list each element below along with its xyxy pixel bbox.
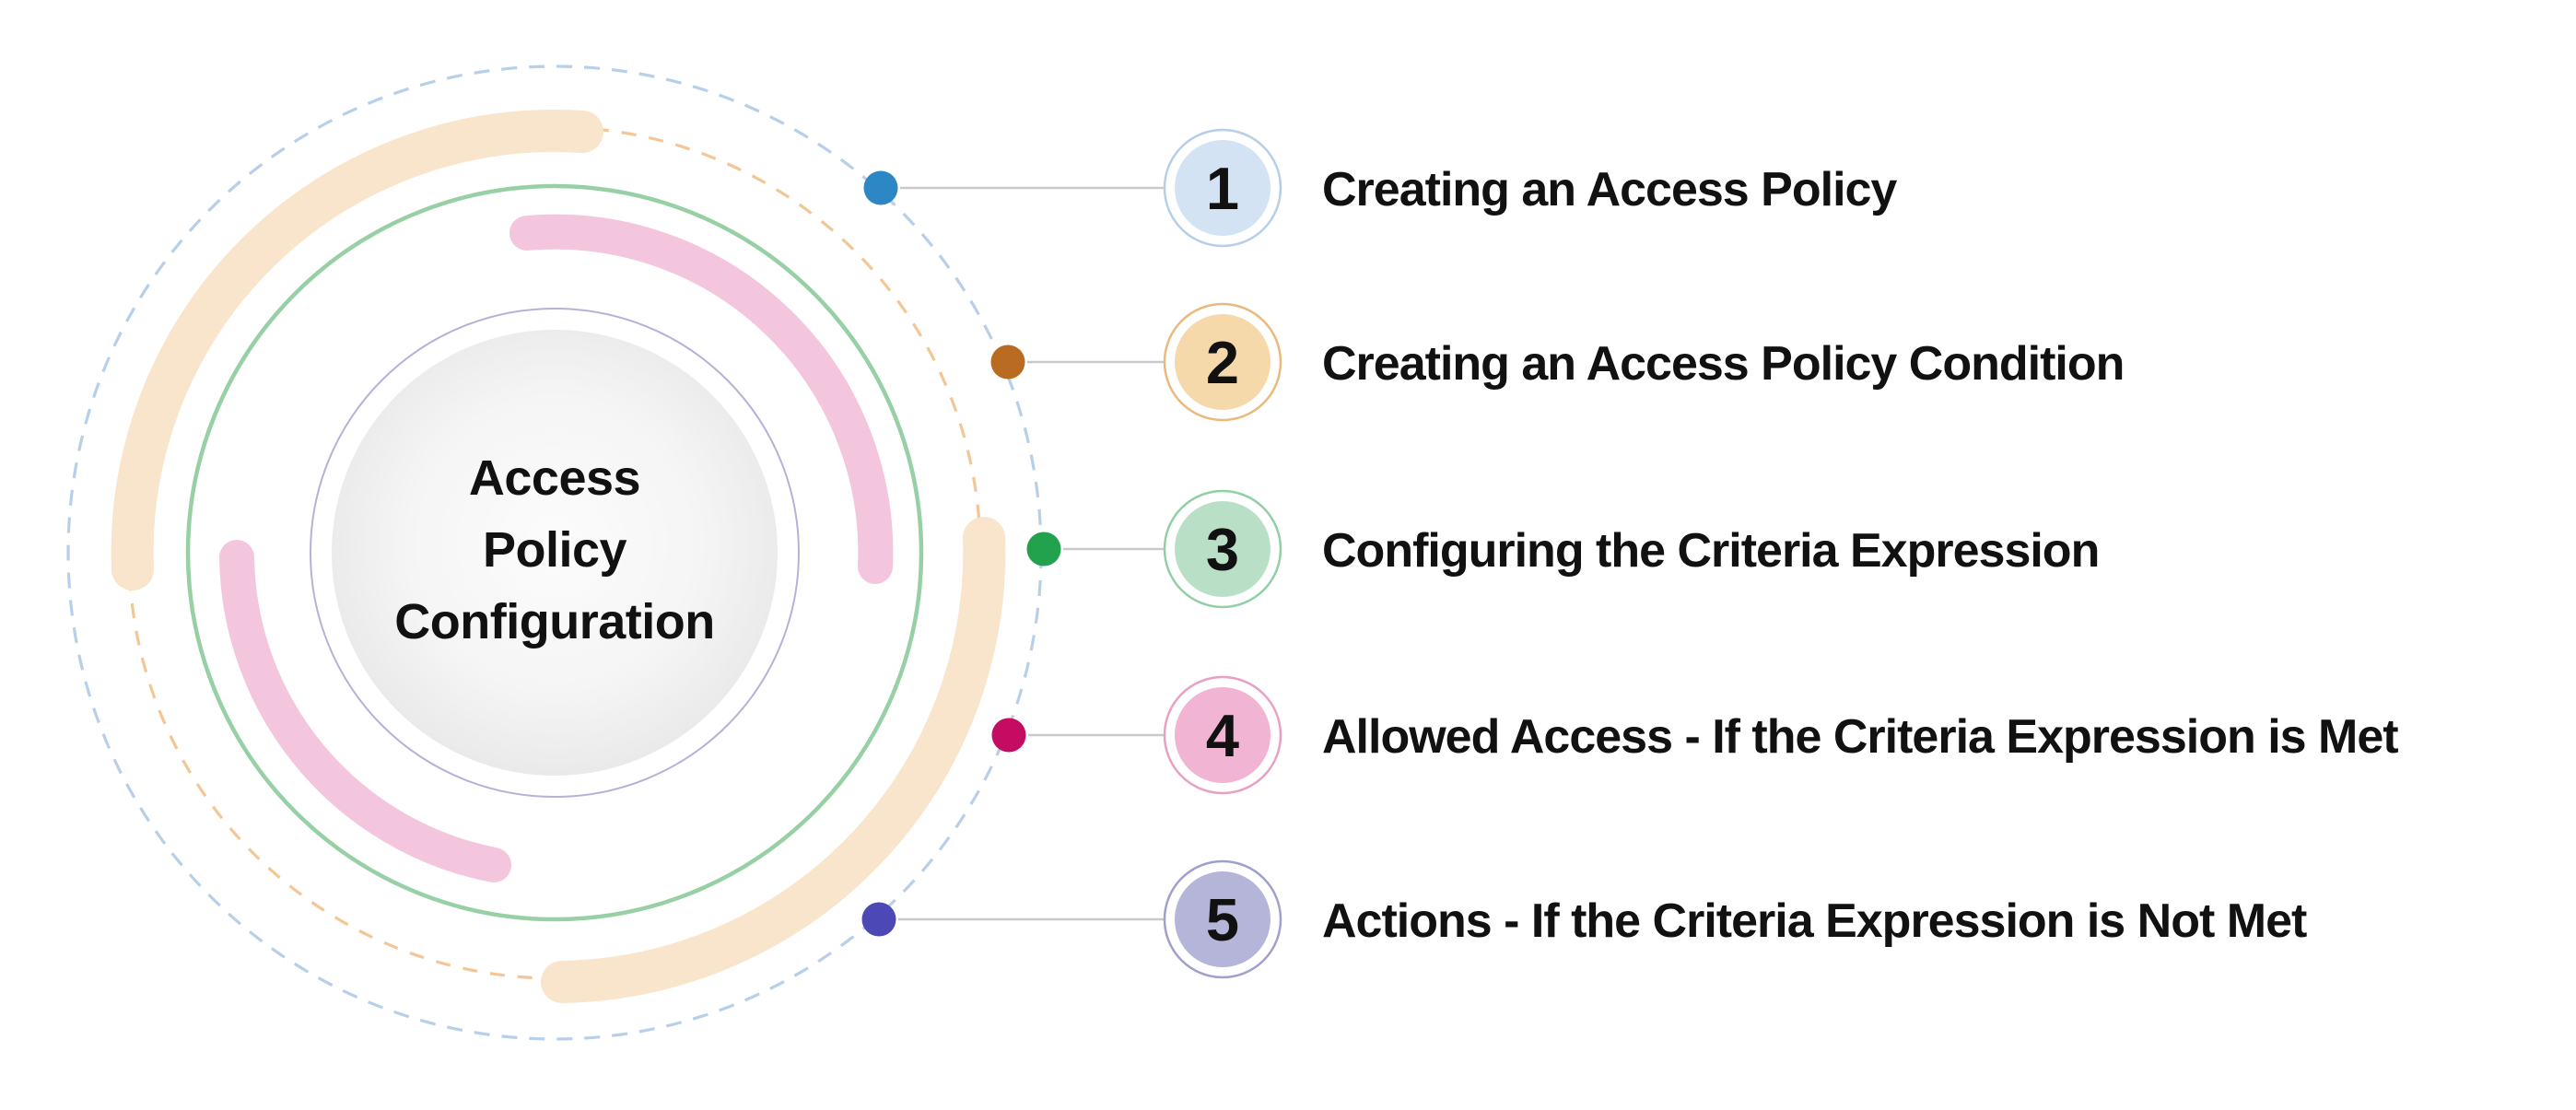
item-dot	[1026, 532, 1061, 567]
peach-arc-top-left	[111, 110, 603, 590]
item-number: 1	[1206, 155, 1239, 222]
item-number: 2	[1206, 329, 1239, 396]
item-badge-fill	[1175, 687, 1270, 783]
legend-item-2: 2 Creating an Access Policy Condition	[990, 302, 2125, 422]
orbit-rings	[66, 64, 1043, 1041]
item-number: 3	[1206, 516, 1239, 583]
item-dot	[991, 718, 1026, 753]
lavender-ring	[310, 308, 800, 798]
center-label-line-1: Access	[469, 450, 640, 506]
item-dot	[861, 902, 896, 937]
item-badge-fill	[1175, 871, 1270, 967]
item-number: 4	[1206, 702, 1239, 769]
center-label-line-2: Policy	[483, 522, 627, 578]
item-dot	[863, 170, 898, 205]
item-badge-fill	[1175, 501, 1270, 597]
item-number: 5	[1206, 886, 1239, 953]
item-label: Creating an Access Policy Condition	[1322, 337, 2124, 391]
legend-item-1: 1 Creating an Access Policy	[863, 128, 1898, 248]
item-label: Configuring the Criteria Expression	[1322, 524, 2099, 578]
item-dot	[990, 345, 1025, 380]
legend-item-3: 3 Configuring the Criteria Expression	[1026, 489, 2100, 609]
center-circle	[332, 330, 778, 776]
legend-item-5: 5 Actions - If the Criteria Expression i…	[861, 859, 2308, 979]
item-label: Allowed Access - If the Criteria Express…	[1322, 710, 2398, 764]
item-label: Actions - If the Criteria Expression is …	[1322, 894, 2307, 948]
item-badge-fill	[1175, 140, 1270, 236]
peach-arc-bottom-right	[541, 517, 1006, 1003]
item-label: Creating an Access Policy	[1322, 163, 1897, 216]
item-badge-fill	[1175, 314, 1270, 410]
pink-arc-bottom	[219, 540, 511, 882]
legend-item-4: 4 Allowed Access - If the Criteria Expre…	[991, 675, 2399, 795]
center-label-line-3: Configuration	[394, 594, 714, 649]
pink-arc-top	[509, 214, 894, 584]
center-label: Access Policy Configuration	[394, 450, 715, 649]
green-ring	[185, 183, 924, 922]
